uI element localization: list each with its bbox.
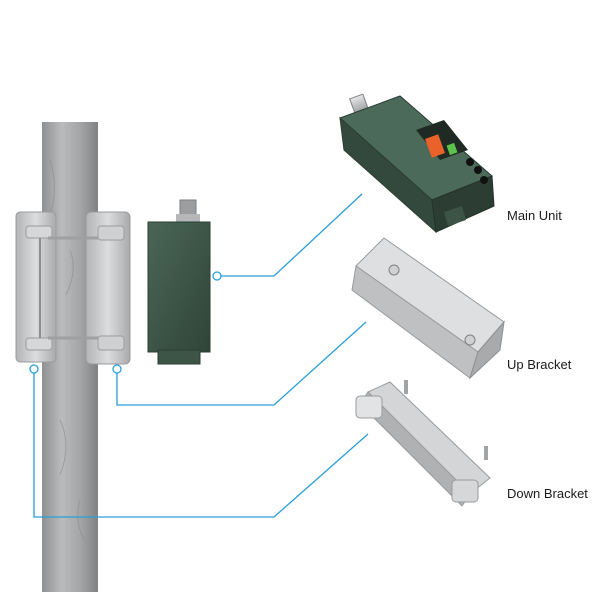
- anchor-dot-up-bracket: [112, 364, 122, 374]
- main-unit-illustration: [339, 93, 495, 234]
- mounted-up-bracket: [48, 211, 131, 365]
- anchor-dot-main-unit: [212, 271, 222, 281]
- label-down-bracket: Down Bracket: [507, 486, 588, 501]
- down-bracket-illustration: [355, 380, 491, 507]
- leader-line-up-bracket: [116, 321, 367, 406]
- label-main-unit: Main Unit: [507, 208, 562, 223]
- label-up-bracket: Up Bracket: [507, 357, 572, 372]
- up-bracket-illustration: [351, 237, 505, 380]
- mounted-main-unit: [147, 199, 211, 365]
- leader-line-down-bracket: [33, 369, 369, 518]
- anchor-dot-down-bracket: [29, 364, 39, 374]
- leader-line-main-unit: [217, 193, 363, 277]
- mounted-down-bracket: [15, 211, 57, 363]
